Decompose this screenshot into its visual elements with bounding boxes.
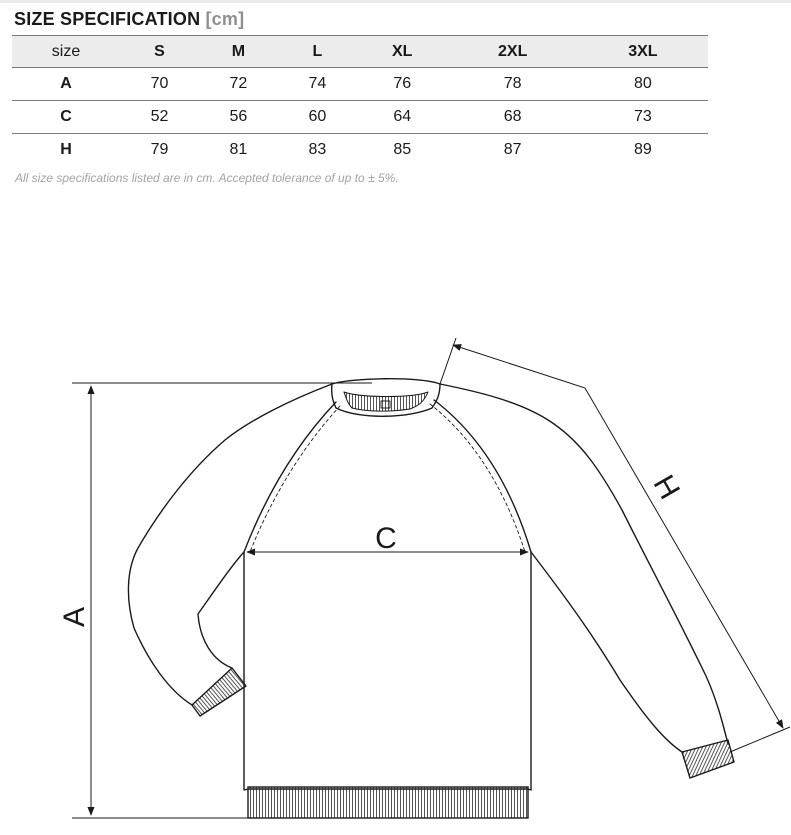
table-cell: 72 [198, 67, 278, 101]
table-cell: 68 [447, 100, 578, 134]
tolerance-note: All size specifications listed are in cm… [15, 171, 399, 185]
table-cell: 52 [120, 100, 199, 134]
title-unit: [cm] [205, 9, 245, 29]
table-cell: 85 [393, 141, 412, 158]
row-label: A [12, 67, 120, 101]
table-cell: 80 [577, 67, 708, 101]
neckline [330, 378, 441, 417]
header-cell-l: L [277, 35, 357, 68]
table-cell: 87 [503, 141, 522, 158]
header-cell-m: M [198, 35, 278, 68]
table-cell: 81 [229, 141, 248, 158]
table-cell: 78 [447, 67, 578, 101]
table-row: A 70 72 74 76 78 80 [12, 67, 708, 101]
header-cell-xl: XL [356, 35, 448, 68]
left-sleeve [127, 383, 333, 706]
header-cell-3xl: 3XL [577, 35, 708, 68]
left-raglan-seam [243, 401, 337, 553]
table-row: H 79 81 83 85 87 89 [12, 134, 708, 167]
table-cell: 56 [198, 100, 278, 134]
table-row: C 52 56 60 64 68 73 [12, 100, 708, 134]
table-header-row: size S M L XL 2XL 3XL [12, 35, 708, 68]
table-cell: 79 [150, 141, 169, 158]
size-spec-table: size S M L XL 2XL 3XL A 70 72 74 76 78 8… [12, 35, 708, 166]
neck-label [380, 400, 391, 409]
sweater-body [243, 551, 532, 791]
table-cell: 73 [577, 100, 708, 134]
right-raglan-seam [433, 399, 532, 553]
sleeve-extension-bottom [729, 726, 791, 753]
sleeve-dimension-line [452, 344, 784, 729]
header-cell-s: S [120, 35, 199, 68]
table-cell: 70 [120, 67, 199, 101]
page-title: SIZE SPECIFICATION [cm] [14, 9, 244, 30]
row-label: H [60, 141, 72, 158]
table-cell: 74 [277, 67, 357, 101]
table-cell: 76 [356, 67, 448, 101]
header-cell-size: size [12, 35, 120, 68]
table-cell: 64 [356, 100, 448, 134]
table-cell: 89 [633, 141, 652, 158]
right-sleeve [439, 383, 729, 753]
top-divider [0, 0, 791, 3]
left-cuff [191, 667, 247, 717]
label-sleeve: H [647, 470, 686, 505]
hem-rib [247, 786, 529, 819]
table-cell: 60 [277, 100, 357, 134]
label-chest: C [375, 522, 397, 555]
label-length: A [58, 607, 91, 627]
row-label: C [12, 100, 120, 134]
right-cuff [681, 739, 735, 779]
table-cell: 83 [308, 141, 327, 158]
header-cell-2xl: 2XL [447, 35, 578, 68]
title-main: SIZE SPECIFICATION [14, 9, 201, 29]
